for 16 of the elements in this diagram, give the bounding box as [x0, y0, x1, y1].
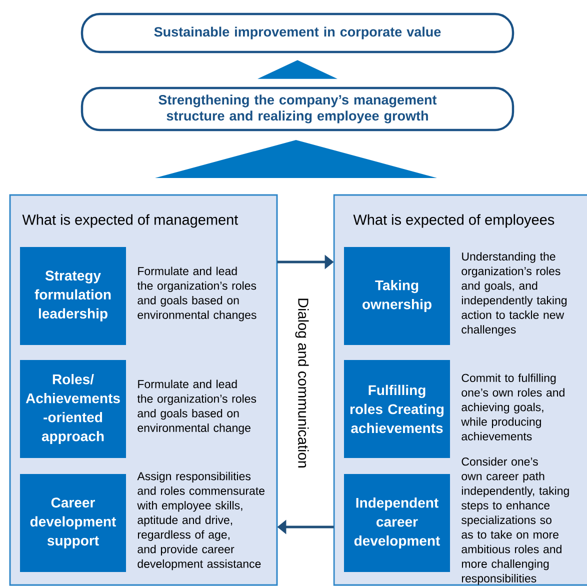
- vertical-label: Dialog and communication: [295, 298, 309, 468]
- description: Understanding the organization’s roles and goals, and independently taking action to tackle new challenges: [462, 252, 567, 336]
- rounded-box: Strengthening the company’s management structure and realizing employee growth: [80, 86, 514, 132]
- description: Formulate and lead the organization’s roles and goals based on environmental change: [137, 380, 256, 434]
- description: Assign responsibilities and roles commensurate with employee skills, aptitude and drive, regardless of age, and provide career development assistance: [137, 472, 264, 570]
- triangle-arrow: [258, 60, 338, 79]
- rounded-box: Sustainable improvement in corporate value: [80, 12, 514, 54]
- category-box: Independent career development: [344, 474, 450, 572]
- category-box: Roles/ Achievements -oriented approach: [20, 360, 126, 458]
- description: Formulate and lead the organization’s roles and goals based on environmental changes: [137, 266, 256, 322]
- category-box: Taking ownership: [344, 247, 450, 345]
- description: Commit to fulfilling one’s own roles and achieving goals, while producing achievements: [461, 374, 564, 440]
- description: Consider one’s own career path independently, taking steps to enhance specializations so as to take on more ambitious roles and more challenging responsibilities: [462, 457, 569, 585]
- category-box: Career development support: [20, 474, 126, 572]
- category-box: Strategy formulation leadership: [20, 247, 126, 345]
- category-box: Fulfilling roles Creating achievements: [344, 360, 450, 458]
